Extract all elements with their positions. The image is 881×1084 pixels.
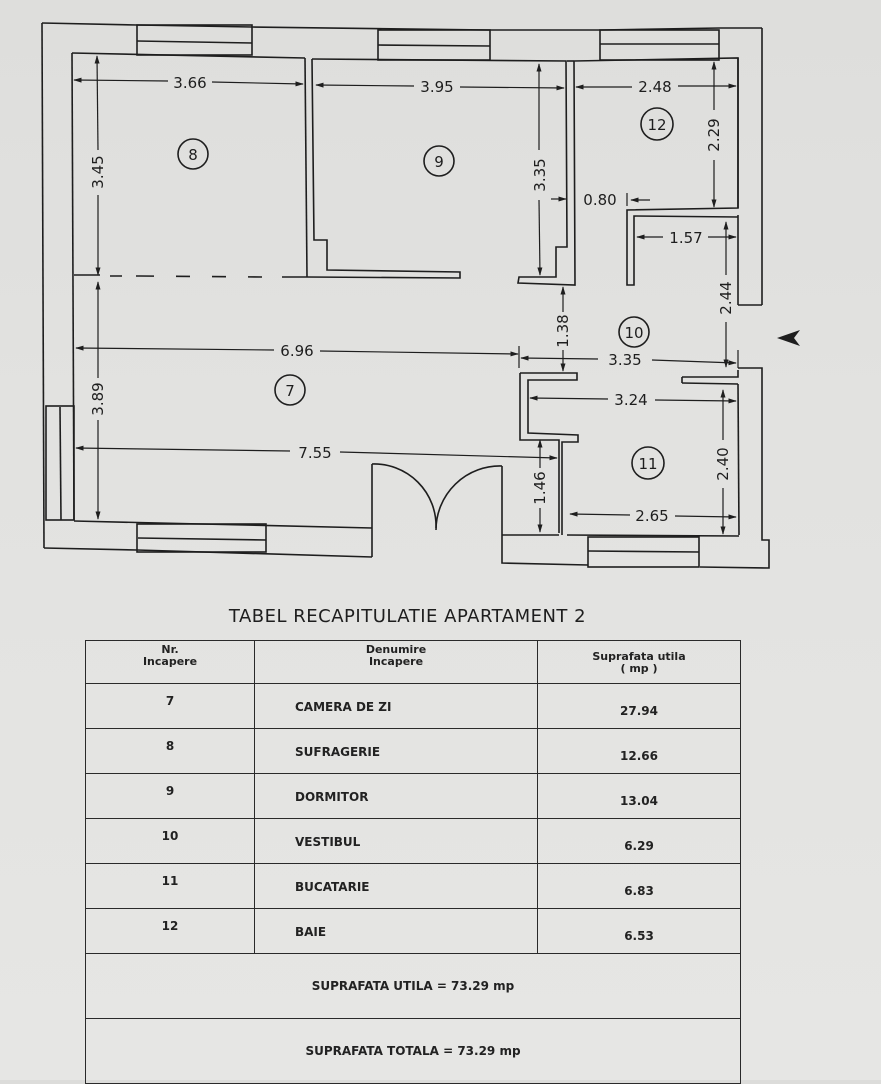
dim-room12-width: 2.48 bbox=[638, 78, 671, 96]
cell-area: 6.53 bbox=[537, 908, 741, 954]
dim-room8-width: 3.66 bbox=[173, 74, 206, 92]
table-row: 9 DORMITOR 13.04 bbox=[85, 773, 741, 819]
dim-kitchen-width-lower: 2.65 bbox=[635, 507, 668, 525]
cell-area: 12.66 bbox=[537, 728, 741, 774]
cell-name: VESTIBUL bbox=[254, 818, 538, 864]
svg-text:12: 12 bbox=[647, 116, 666, 134]
dimension-lines bbox=[73, 55, 739, 535]
table-header-row: Nr. Incapere Denumire Incapere Suprafata… bbox=[85, 640, 741, 684]
header-nr: Nr. Incapere bbox=[85, 640, 255, 684]
dim-room7-width-upper: 6.96 bbox=[280, 342, 313, 360]
cell-nr: 10 bbox=[85, 818, 255, 864]
cell-name: SUFRAGERIE bbox=[254, 728, 538, 774]
svg-text:7: 7 bbox=[285, 382, 295, 400]
cell-area: 13.04 bbox=[537, 773, 741, 819]
dim-vest-width: 3.35 bbox=[608, 351, 641, 369]
cell-nr: 9 bbox=[85, 773, 255, 819]
dim-room8-height: 3.45 bbox=[89, 155, 107, 188]
room-labels: 8 9 12 10 7 11 bbox=[177, 107, 674, 480]
cell-area: 27.94 bbox=[537, 683, 741, 729]
table-row: 12 BAIE 6.53 bbox=[85, 908, 741, 954]
table-row: 8 SUFRAGERIE 12.66 bbox=[85, 728, 741, 774]
total-area: SUPRAFATA TOTALA = 73.29 mp bbox=[85, 1018, 741, 1084]
useful-area-total: SUPRAFATA UTILA = 73.29 mp bbox=[85, 953, 741, 1019]
cell-area: 6.29 bbox=[537, 818, 741, 864]
header-area: Suprafata utila ( mp ) bbox=[537, 640, 741, 684]
svg-text:8: 8 bbox=[188, 146, 198, 164]
cell-nr: 8 bbox=[85, 728, 255, 774]
cell-name: CAMERA DE ZI bbox=[254, 683, 538, 729]
dim-room7-width-lower: 7.55 bbox=[298, 444, 331, 462]
table-title: TABEL RECAPITULATIE APARTAMENT 2 bbox=[228, 606, 587, 627]
cell-name: BAIE bbox=[254, 908, 538, 954]
room-11-walls bbox=[501, 367, 770, 569]
dim-kitchen-height: 2.40 bbox=[714, 447, 732, 480]
summary-table: Nr. Incapere Denumire Incapere Suprafata… bbox=[85, 640, 741, 1084]
svg-text:11: 11 bbox=[638, 455, 657, 473]
cell-nr: 12 bbox=[85, 908, 255, 954]
dim-room7-height: 3.89 bbox=[89, 382, 107, 415]
cell-nr: 7 bbox=[85, 683, 255, 729]
dimension-labels: 3.66 3.95 2.48 0.80 1.57 6.96 3.35 3.24 … bbox=[89, 74, 735, 525]
outer-walls bbox=[41, 22, 763, 558]
room-label-9: 9 bbox=[423, 145, 455, 177]
cell-name: BUCATARIE bbox=[254, 863, 538, 909]
dim-vest-height: 2.44 bbox=[717, 281, 735, 314]
room-8-walls bbox=[71, 52, 308, 278]
dim-closet-width: 1.57 bbox=[669, 229, 702, 247]
dim-vest-gap: 1.38 bbox=[554, 314, 572, 347]
room-label-10: 10 bbox=[618, 316, 650, 348]
dim-room12-height: 2.29 bbox=[705, 118, 723, 151]
entry-door bbox=[371, 463, 503, 535]
floor-plan: 8 9 12 10 7 11 3.66 3.95 2.48 0.80 1.57 … bbox=[41, 22, 800, 569]
room-9-walls bbox=[306, 58, 576, 286]
svg-text:10: 10 bbox=[624, 324, 643, 342]
room-label-11: 11 bbox=[631, 446, 665, 480]
cell-name: DORMITOR bbox=[254, 773, 538, 819]
dim-door-recess: 1.46 bbox=[531, 471, 549, 504]
room-label-12: 12 bbox=[640, 107, 674, 141]
table-row: 10 VESTIBUL 6.29 bbox=[85, 818, 741, 864]
room-12-walls bbox=[573, 57, 739, 286]
dim-hall-offset: 0.80 bbox=[583, 191, 616, 209]
useful-area-row: SUPRAFATA UTILA = 73.29 mp bbox=[85, 953, 741, 1019]
table-row: 7 CAMERA DE ZI 27.94 bbox=[85, 683, 741, 729]
header-name: Denumire Incapere bbox=[254, 640, 538, 684]
svg-text:9: 9 bbox=[434, 153, 444, 171]
dim-room9-width: 3.95 bbox=[420, 78, 453, 96]
cell-area: 6.83 bbox=[537, 863, 741, 909]
room-label-8: 8 bbox=[177, 138, 209, 170]
dim-room9-height: 3.35 bbox=[531, 158, 549, 191]
entrance-arrow-icon bbox=[777, 330, 800, 346]
dim-kitchen-width-upper: 3.24 bbox=[614, 391, 647, 409]
cell-nr: 11 bbox=[85, 863, 255, 909]
table-row: 11 BUCATARIE 6.83 bbox=[85, 863, 741, 909]
room-label-7: 7 bbox=[274, 374, 306, 406]
total-area-row: SUPRAFATA TOTALA = 73.29 mp bbox=[85, 1018, 741, 1084]
